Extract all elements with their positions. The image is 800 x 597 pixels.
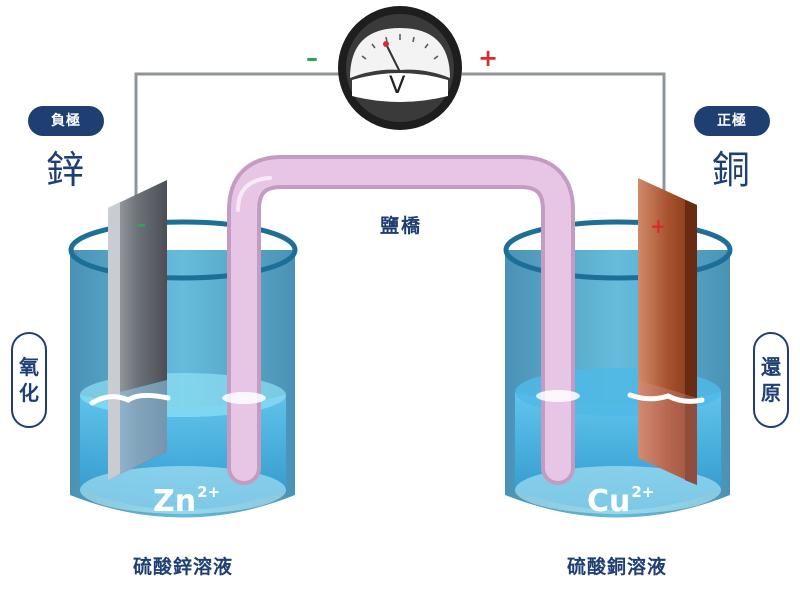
copper-ion-symbol: Cu: [587, 484, 631, 519]
copper-solution-label: 硫酸銅溶液: [567, 556, 668, 578]
oxidation-char-2: 化: [19, 381, 39, 405]
salt-bridge-label: 鹽橋: [380, 215, 423, 237]
anode-tag: 負極: [28, 106, 104, 136]
zinc-ion-charge: 2+: [197, 483, 221, 501]
cathode-sign: +: [650, 214, 667, 238]
cathode-element: 銅: [712, 148, 751, 192]
copper-ion-charge: 2+: [631, 483, 655, 501]
zinc-beaker: [68, 219, 298, 518]
copper-electrode: [627, 178, 705, 485]
zinc-ion-symbol: Zn: [153, 484, 197, 519]
zinc-ion-label: Zn2+: [153, 483, 220, 519]
voltmeter-symbol: V: [389, 71, 406, 99]
zinc-electrode: [89, 180, 171, 480]
reduction-char-2: 原: [761, 381, 781, 405]
salt-bridge: [222, 155, 580, 485]
voltmeter: [338, 6, 462, 130]
oxidation-label: 氧 化: [11, 332, 47, 428]
anode-sign: –: [136, 212, 146, 236]
anode-element: 鋅: [46, 148, 85, 192]
reduction-char-1: 還: [761, 355, 781, 379]
reduction-label: 還 原: [753, 332, 789, 428]
wire: [134, 72, 666, 225]
meter-plus-sign: +: [478, 44, 499, 72]
copper-ion-label: Cu2+: [587, 483, 654, 519]
zinc-solution-label: 硫酸鋅溶液: [133, 556, 234, 578]
cathode-tag: 正極: [694, 106, 770, 136]
meter-minus-sign: –: [306, 44, 318, 72]
oxidation-char-1: 氧: [19, 355, 39, 379]
